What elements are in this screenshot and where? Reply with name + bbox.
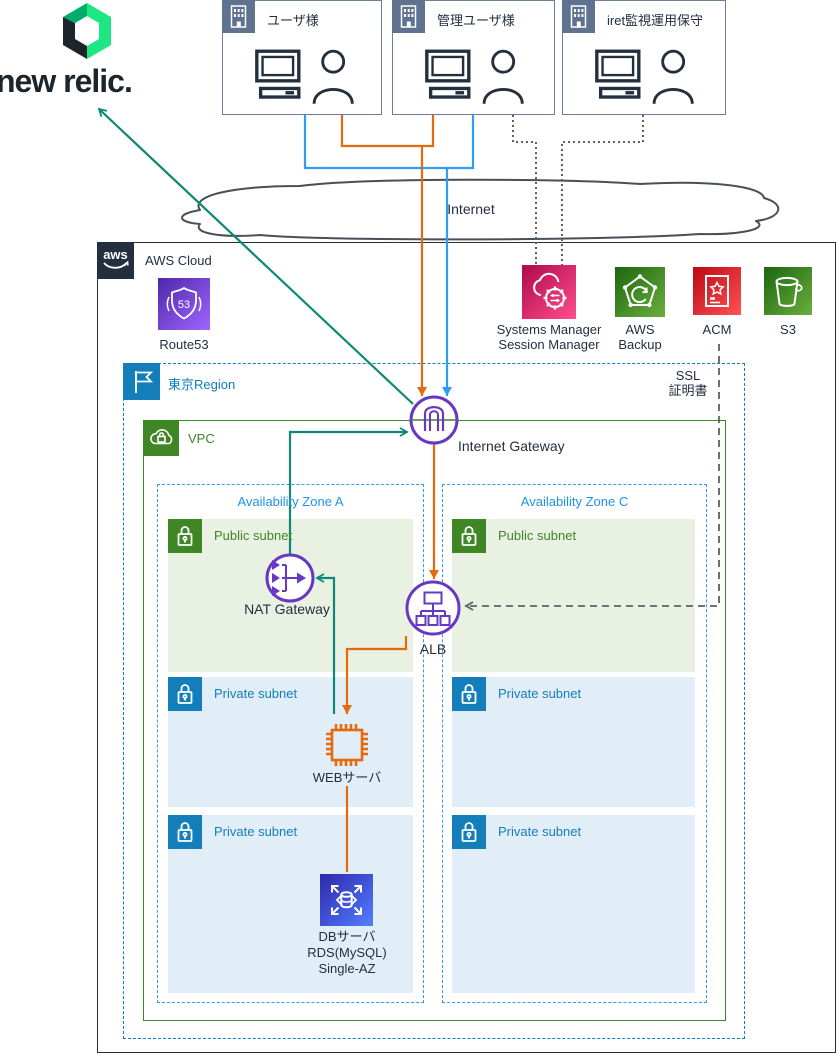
az-a-label: Availability Zone A bbox=[237, 494, 344, 509]
nat-gateway-label: NAT Gateway bbox=[244, 601, 330, 617]
private-subnet-c2-label: Private subnet bbox=[498, 824, 582, 839]
az-c-label: Availability Zone C bbox=[520, 494, 629, 509]
acm-label: ACM bbox=[702, 322, 732, 337]
internet-label: Internet bbox=[447, 201, 495, 217]
building-icon bbox=[222, 0, 255, 33]
internet-gateway-label: Internet Gateway bbox=[458, 438, 565, 454]
route53-label: Route53 bbox=[159, 337, 209, 352]
edge-user-to-internet bbox=[303, 115, 475, 170]
private-subnet-a1-label: Private subnet bbox=[214, 686, 298, 701]
db-server-label: DBサーバ RDS(MySQL) Single-AZ bbox=[307, 929, 387, 976]
route53-icon: 53 bbox=[158, 278, 210, 330]
db-server-rds-icon bbox=[320, 874, 373, 926]
actor-box-user: ユーザ様 bbox=[222, 0, 382, 115]
edge-admin-to-internet bbox=[340, 115, 435, 148]
s3-label: S3 bbox=[780, 322, 796, 337]
systems-manager-icon bbox=[522, 265, 576, 319]
s3-icon bbox=[764, 267, 812, 315]
new-relic-wordmark: new relic. bbox=[0, 63, 133, 99]
building-icon bbox=[562, 0, 595, 33]
actor-box-admin: 管理ユーザ様 bbox=[392, 0, 555, 115]
workstation-person-icon bbox=[423, 48, 528, 106]
aws-cloud-label: AWS Cloud bbox=[145, 253, 212, 268]
private-subnet-c1-label: Private subnet bbox=[498, 686, 582, 701]
actor-title: 管理ユーザ様 bbox=[437, 13, 515, 28]
vpc-icon bbox=[143, 420, 179, 456]
public-subnet-c-label: Public subnet bbox=[498, 528, 577, 543]
new-relic-logo-icon bbox=[63, 3, 111, 59]
private-subnet-c2 bbox=[452, 815, 695, 993]
actor-box-iret: iret監視運用保守 bbox=[562, 0, 726, 115]
aws-logo-text: aws bbox=[103, 247, 128, 262]
region-flag-icon bbox=[123, 363, 160, 400]
actor-title: ユーザ様 bbox=[267, 13, 319, 28]
private-subnet-lock-icon bbox=[168, 815, 202, 849]
web-server-label: WEBサーバ bbox=[312, 770, 382, 785]
aws-cloud-box bbox=[97, 242, 836, 1053]
tokyo-region-box bbox=[123, 363, 745, 1039]
alb-label: ALB bbox=[419, 641, 447, 657]
public-subnet-a-label: Public subnet bbox=[214, 528, 293, 543]
actor-title: iret監視運用保守 bbox=[607, 13, 704, 28]
private-subnet-lock-icon bbox=[452, 677, 486, 711]
public-subnet-lock-icon bbox=[452, 519, 486, 553]
workstation-person-icon bbox=[593, 48, 698, 106]
private-subnet-lock-icon bbox=[168, 677, 202, 711]
private-subnet-lock-icon bbox=[452, 815, 486, 849]
web-server-ec2-icon bbox=[321, 719, 373, 771]
vpc-label: VPC bbox=[188, 431, 215, 446]
acm-icon bbox=[693, 267, 741, 315]
private-subnet-a2-label: Private subnet bbox=[214, 824, 298, 839]
public-subnet-lock-icon bbox=[168, 519, 202, 553]
region-label: 東京Region bbox=[168, 377, 236, 392]
aws-logo-icon: aws bbox=[97, 242, 134, 279]
route53-badge: 53 bbox=[178, 299, 190, 311]
building-icon bbox=[392, 0, 425, 33]
private-subnet-c1 bbox=[452, 677, 695, 807]
workstation-person-icon bbox=[253, 48, 358, 106]
aws-backup-icon bbox=[615, 267, 665, 317]
